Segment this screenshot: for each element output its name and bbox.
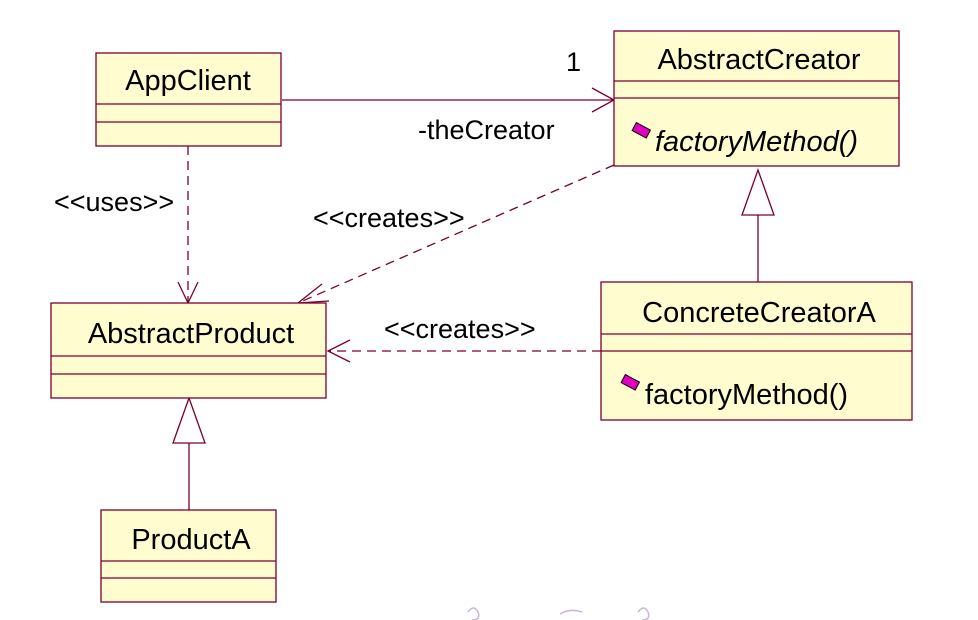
class-abstract-product[interactable]: AbstractProduct	[50, 302, 327, 399]
watermark-marks	[467, 607, 650, 620]
creates-label-concrete: <<creates>>	[384, 314, 536, 344]
uses-label: <<uses>>	[54, 187, 174, 217]
operation-icon	[620, 373, 641, 391]
class-name: AbstractProduct	[88, 318, 294, 350]
class-product-a[interactable]: ProductA	[100, 509, 277, 603]
association-edge	[282, 87, 616, 113]
creates-label-abstract: <<creates>>	[313, 203, 465, 233]
operation-icon	[631, 121, 652, 139]
class-app-client[interactable]: AppClient	[95, 52, 282, 147]
class-name: ProductA	[131, 524, 251, 556]
generalization-edge-creator	[741, 168, 775, 282]
creates-dependency-edge-concrete	[326, 339, 601, 363]
association-role: -theCreator	[418, 115, 555, 145]
association-multiplicity: 1	[566, 47, 581, 77]
generalization-edge-product	[172, 396, 206, 510]
class-abstract-creator[interactable]: AbstractCreator factoryMethod()	[613, 30, 900, 167]
class-name: AbstractCreator	[657, 44, 860, 76]
class-name: ConcreteCreatorA	[642, 297, 876, 329]
class-name: AppClient	[125, 65, 251, 97]
uses-dependency-edge	[177, 146, 199, 305]
operation-factory-method: factoryMethod()	[655, 126, 858, 158]
operation-factory-method: factoryMethod()	[645, 379, 848, 411]
class-concrete-creator-a[interactable]: ConcreteCreatorA factoryMethod()	[600, 281, 913, 421]
creates-dependency-edge-abstract	[295, 164, 615, 304]
